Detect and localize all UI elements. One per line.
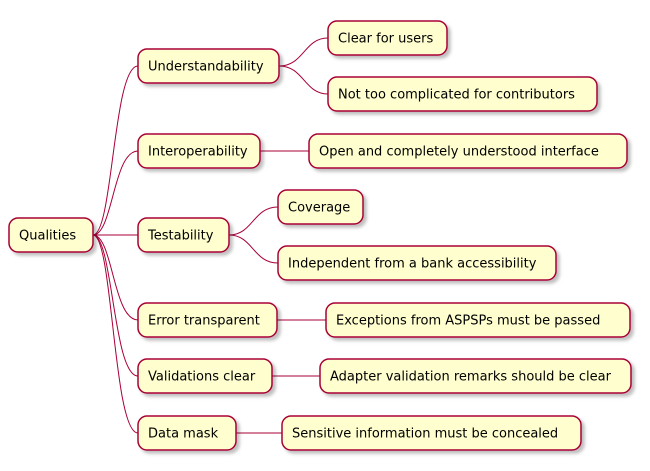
leaf-label: Clear for users [338,32,433,47]
edge-root-error-transparent [92,234,139,321]
leaf-node-independent: Independent from a bank accessibility [277,245,557,281]
leaf-label: Open and completely understood interface [319,145,599,160]
branch-edges [228,37,329,434]
branch-node-data-mask: Data mask [137,415,237,451]
branch-node-error-transparent: Error transparent [137,302,278,338]
leaf-label: Sensitive information must be concealed [292,427,558,442]
edge-root-data-mask [92,234,139,434]
leaf-label: Not too complicated for contributors [338,88,575,103]
leaf-node-open-interface: Open and completely understood interface [308,133,628,169]
leaf-node-not-too-complicated: Not too complicated for contributors [327,76,598,112]
edge-testability-coverage [228,206,279,236]
branch-node-testability: Testability [137,217,230,253]
root-node-label: Qualities [19,229,76,244]
leaf-node-sensitive-information: Sensitive information must be concealed [281,415,582,451]
branch-label: Error transparent [148,314,260,329]
branch-node-understandability: Understandability [137,48,280,84]
root-node: Qualities [8,217,94,253]
branch-label: Testability [147,229,214,244]
branch-label: Interoperability [148,145,248,160]
branch-node-interoperability: Interoperability [137,133,261,169]
branch-label: Data mask [148,427,219,442]
edge-root-interoperability [92,150,139,236]
leaf-label: Independent from a bank accessibility [288,257,537,272]
edge-understandability-clear-for-users [278,37,329,67]
leaf-label: Exceptions from ASPSPs must be passed [336,314,600,329]
branch-label: Validations clear [148,370,256,385]
leaf-node-exceptions: Exceptions from ASPSPs must be passed [325,302,631,338]
edge-root-validations-clear [92,234,139,377]
leaf-label: Coverage [288,201,350,216]
edge-testability-independent [228,234,279,264]
branch-label: Understandability [148,60,264,75]
edge-root-understandability [92,65,139,236]
edge-understandability-not-too-complicated [278,65,329,95]
leaf-label: Adapter validation remarks should be cle… [330,370,612,385]
leaf-node-adapter-validation: Adapter validation remarks should be cle… [319,358,632,394]
branch-node-validations-clear: Validations clear [137,358,273,394]
root-edges [92,65,139,434]
leaf-node-clear-for-users: Clear for users [327,20,448,56]
leaf-node-coverage: Coverage [277,189,364,225]
